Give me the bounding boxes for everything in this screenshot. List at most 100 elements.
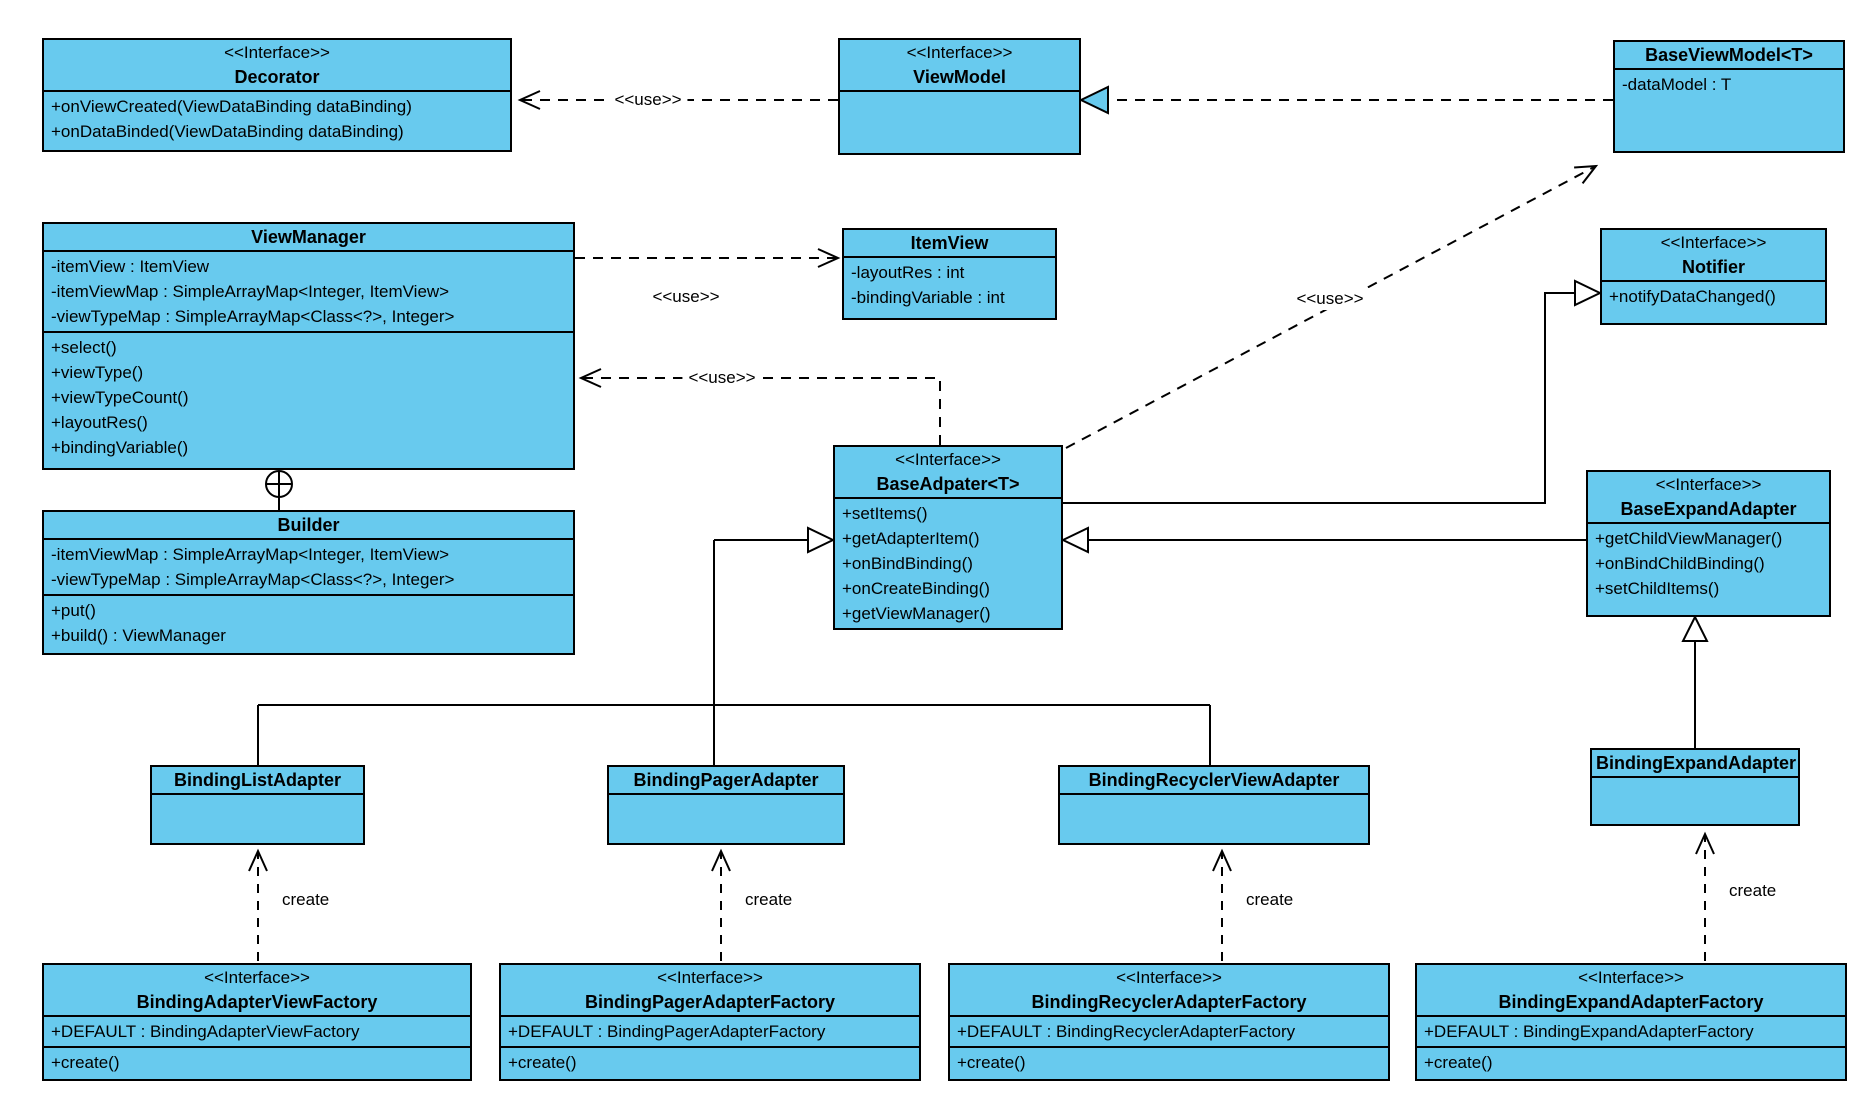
empty-compartment bbox=[609, 793, 843, 843]
class-name: BaseExpandAdapter bbox=[1620, 499, 1797, 519]
class-title: <<Interface>> BaseAdpater<T> bbox=[835, 447, 1061, 497]
methods-compartment: +put() +build() : ViewManager bbox=[44, 594, 573, 653]
methods-compartment: +select() +viewType() +viewTypeCount() +… bbox=[44, 331, 573, 468]
class-name: ItemView bbox=[910, 233, 989, 253]
attribute: -viewTypeMap : SimpleArrayMap<Class<?>, … bbox=[51, 570, 455, 589]
methods-compartment: +notifyDataChanged() bbox=[1602, 280, 1825, 323]
method: +bindingVariable() bbox=[51, 438, 189, 457]
class-baseadapter: <<Interface>> BaseAdpater<T> +setItems()… bbox=[833, 445, 1063, 630]
arrow-generalize-baseexpandadapter-to-baseadapter bbox=[1060, 526, 1586, 554]
class-decorator: <<Interface>> Decorator +onViewCreated(V… bbox=[42, 38, 512, 152]
class-name: BindingRecyclerViewAdapter bbox=[1088, 770, 1340, 790]
class-title: <<Interface>> BindingPagerAdapterFactory bbox=[501, 965, 919, 1015]
use-label-baseadapter-baseviewmodel: <<use>> bbox=[1290, 288, 1370, 310]
class-title: <<Interface>> BaseExpandAdapter bbox=[1588, 472, 1829, 522]
attribute: +DEFAULT : BindingExpandAdapterFactory bbox=[1424, 1022, 1754, 1041]
connector-containment-viewmanager-builder bbox=[265, 470, 293, 510]
attributes-compartment: +DEFAULT : BindingRecyclerAdapterFactory bbox=[950, 1015, 1388, 1046]
attribute: -bindingVariable : int bbox=[851, 288, 1005, 307]
class-notifier: <<Interface>> Notifier +notifyDataChange… bbox=[1600, 228, 1827, 325]
arrow-generalize-adapters-to-baseadapter bbox=[257, 526, 1211, 765]
class-baseviewmodel: BaseViewModel<T> -dataModel : T bbox=[1613, 40, 1845, 153]
method: +create() bbox=[51, 1053, 120, 1072]
attributes-compartment: -dataModel : T bbox=[1615, 68, 1843, 151]
class-title: BaseViewModel<T> bbox=[1615, 42, 1843, 68]
method: +getChildViewManager() bbox=[1595, 529, 1783, 548]
use-label-baseadapter-viewmanager: <<use>> bbox=[682, 367, 762, 389]
attribute: -itemViewMap : SimpleArrayMap<Integer, I… bbox=[51, 545, 450, 564]
class-viewmanager: ViewManager -itemView : ItemView -itemVi… bbox=[42, 222, 575, 470]
class-title: BindingPagerAdapter bbox=[609, 767, 843, 793]
class-name: BindingRecyclerAdapterFactory bbox=[1031, 992, 1307, 1012]
methods-compartment: +getChildViewManager() +onBindChildBindi… bbox=[1588, 522, 1829, 615]
class-name: BindingExpandAdapterFactory bbox=[1498, 992, 1764, 1012]
class-title: <<Interface>> BindingRecyclerAdapterFact… bbox=[950, 965, 1388, 1015]
methods-compartment: +create() bbox=[950, 1046, 1388, 1079]
class-name: BindingListAdapter bbox=[174, 770, 341, 790]
create-label-recycleradapter: create bbox=[1246, 890, 1294, 909]
arrow-realize-baseviewmodel-to-viewmodel bbox=[1078, 85, 1613, 115]
attributes-compartment: +DEFAULT : BindingAdapterViewFactory bbox=[44, 1015, 470, 1046]
method: +setChildItems() bbox=[1595, 579, 1720, 598]
class-title: <<Interface>> BindingExpandAdapterFactor… bbox=[1417, 965, 1845, 1015]
class-bindingrecyclerviewadapter: BindingRecyclerViewAdapter bbox=[1058, 765, 1370, 845]
attributes-compartment: -itemViewMap : SimpleArrayMap<Integer, I… bbox=[44, 538, 573, 594]
class-title: <<Interface>> Notifier bbox=[1602, 230, 1825, 280]
attribute: +DEFAULT : BindingAdapterViewFactory bbox=[51, 1022, 360, 1041]
class-name: Builder bbox=[277, 515, 340, 535]
attribute: -dataModel : T bbox=[1622, 75, 1732, 94]
class-bindinglistadapter: BindingListAdapter bbox=[150, 765, 365, 845]
method: +onCreateBinding() bbox=[842, 579, 990, 598]
methods-compartment: +setItems() +getAdapterItem() +onBindBin… bbox=[835, 497, 1061, 628]
attributes-compartment: +DEFAULT : BindingExpandAdapterFactory bbox=[1417, 1015, 1845, 1046]
class-title: BindingListAdapter bbox=[152, 767, 363, 793]
class-name: BindingExpandAdapter bbox=[1596, 753, 1797, 773]
class-name: BindingPagerAdapter bbox=[633, 770, 819, 790]
interface-stereotype: <<Interface>> bbox=[895, 450, 1001, 469]
class-name: Decorator bbox=[234, 67, 320, 87]
class-title: Builder bbox=[44, 512, 573, 538]
empty-compartment bbox=[840, 90, 1079, 153]
empty-compartment bbox=[152, 793, 363, 843]
method: +notifyDataChanged() bbox=[1609, 287, 1776, 306]
interface-stereotype: <<Interface>> bbox=[906, 43, 1013, 62]
empty-compartment bbox=[1592, 776, 1798, 824]
attribute: -itemViewMap : SimpleArrayMap<Integer, I… bbox=[51, 282, 450, 301]
methods-compartment: +create() bbox=[1417, 1046, 1845, 1079]
arrow-generalize-bindingexpandadapter-to-baseexpandadapter bbox=[1681, 614, 1709, 748]
class-title: ItemView bbox=[844, 230, 1055, 256]
class-name: BindingAdapterViewFactory bbox=[136, 992, 378, 1012]
class-bindingexpandadapterfactory: <<Interface>> BindingExpandAdapterFactor… bbox=[1415, 963, 1847, 1081]
class-title: <<Interface>> ViewModel bbox=[840, 40, 1079, 90]
class-title: ViewManager bbox=[44, 224, 573, 250]
attribute: +DEFAULT : BindingPagerAdapterFactory bbox=[508, 1022, 826, 1041]
class-itemview: ItemView -layoutRes : int -bindingVariab… bbox=[842, 228, 1057, 320]
attributes-compartment: -itemView : ItemView -itemViewMap : Simp… bbox=[44, 250, 573, 331]
attribute: +DEFAULT : BindingRecyclerAdapterFactory bbox=[957, 1022, 1296, 1041]
class-viewmodel: <<Interface>> ViewModel bbox=[838, 38, 1081, 155]
methods-compartment: +create() bbox=[44, 1046, 470, 1079]
method: +getAdapterItem() bbox=[842, 529, 980, 548]
create-label-listadapter: create bbox=[282, 890, 330, 909]
class-title: <<Interface>> BindingAdapterViewFactory bbox=[44, 965, 470, 1015]
attributes-compartment: +DEFAULT : BindingPagerAdapterFactory bbox=[501, 1015, 919, 1046]
interface-stereotype: <<Interface>> bbox=[1116, 968, 1222, 987]
method: +onBindBinding() bbox=[842, 554, 973, 573]
interface-stereotype: <<Interface>> bbox=[1655, 475, 1762, 494]
interface-stereotype: <<Interface>> bbox=[1660, 233, 1767, 252]
class-name: Notifier bbox=[1682, 257, 1745, 277]
methods-compartment: +onViewCreated(ViewDataBinding dataBindi… bbox=[44, 90, 510, 150]
method: +onDataBinded(ViewDataBinding dataBindin… bbox=[51, 122, 404, 141]
class-name: ViewModel bbox=[913, 67, 1006, 87]
method: +create() bbox=[1424, 1053, 1493, 1072]
class-builder: Builder -itemViewMap : SimpleArrayMap<In… bbox=[42, 510, 575, 655]
class-title: BindingRecyclerViewAdapter bbox=[1060, 767, 1368, 793]
method: +viewTypeCount() bbox=[51, 388, 189, 407]
method: +setItems() bbox=[842, 504, 928, 523]
class-name: BindingPagerAdapterFactory bbox=[584, 992, 836, 1012]
method: +viewType() bbox=[51, 363, 144, 382]
methods-compartment: +create() bbox=[501, 1046, 919, 1079]
class-bindingexpandadapter: BindingExpandAdapter bbox=[1590, 748, 1800, 826]
